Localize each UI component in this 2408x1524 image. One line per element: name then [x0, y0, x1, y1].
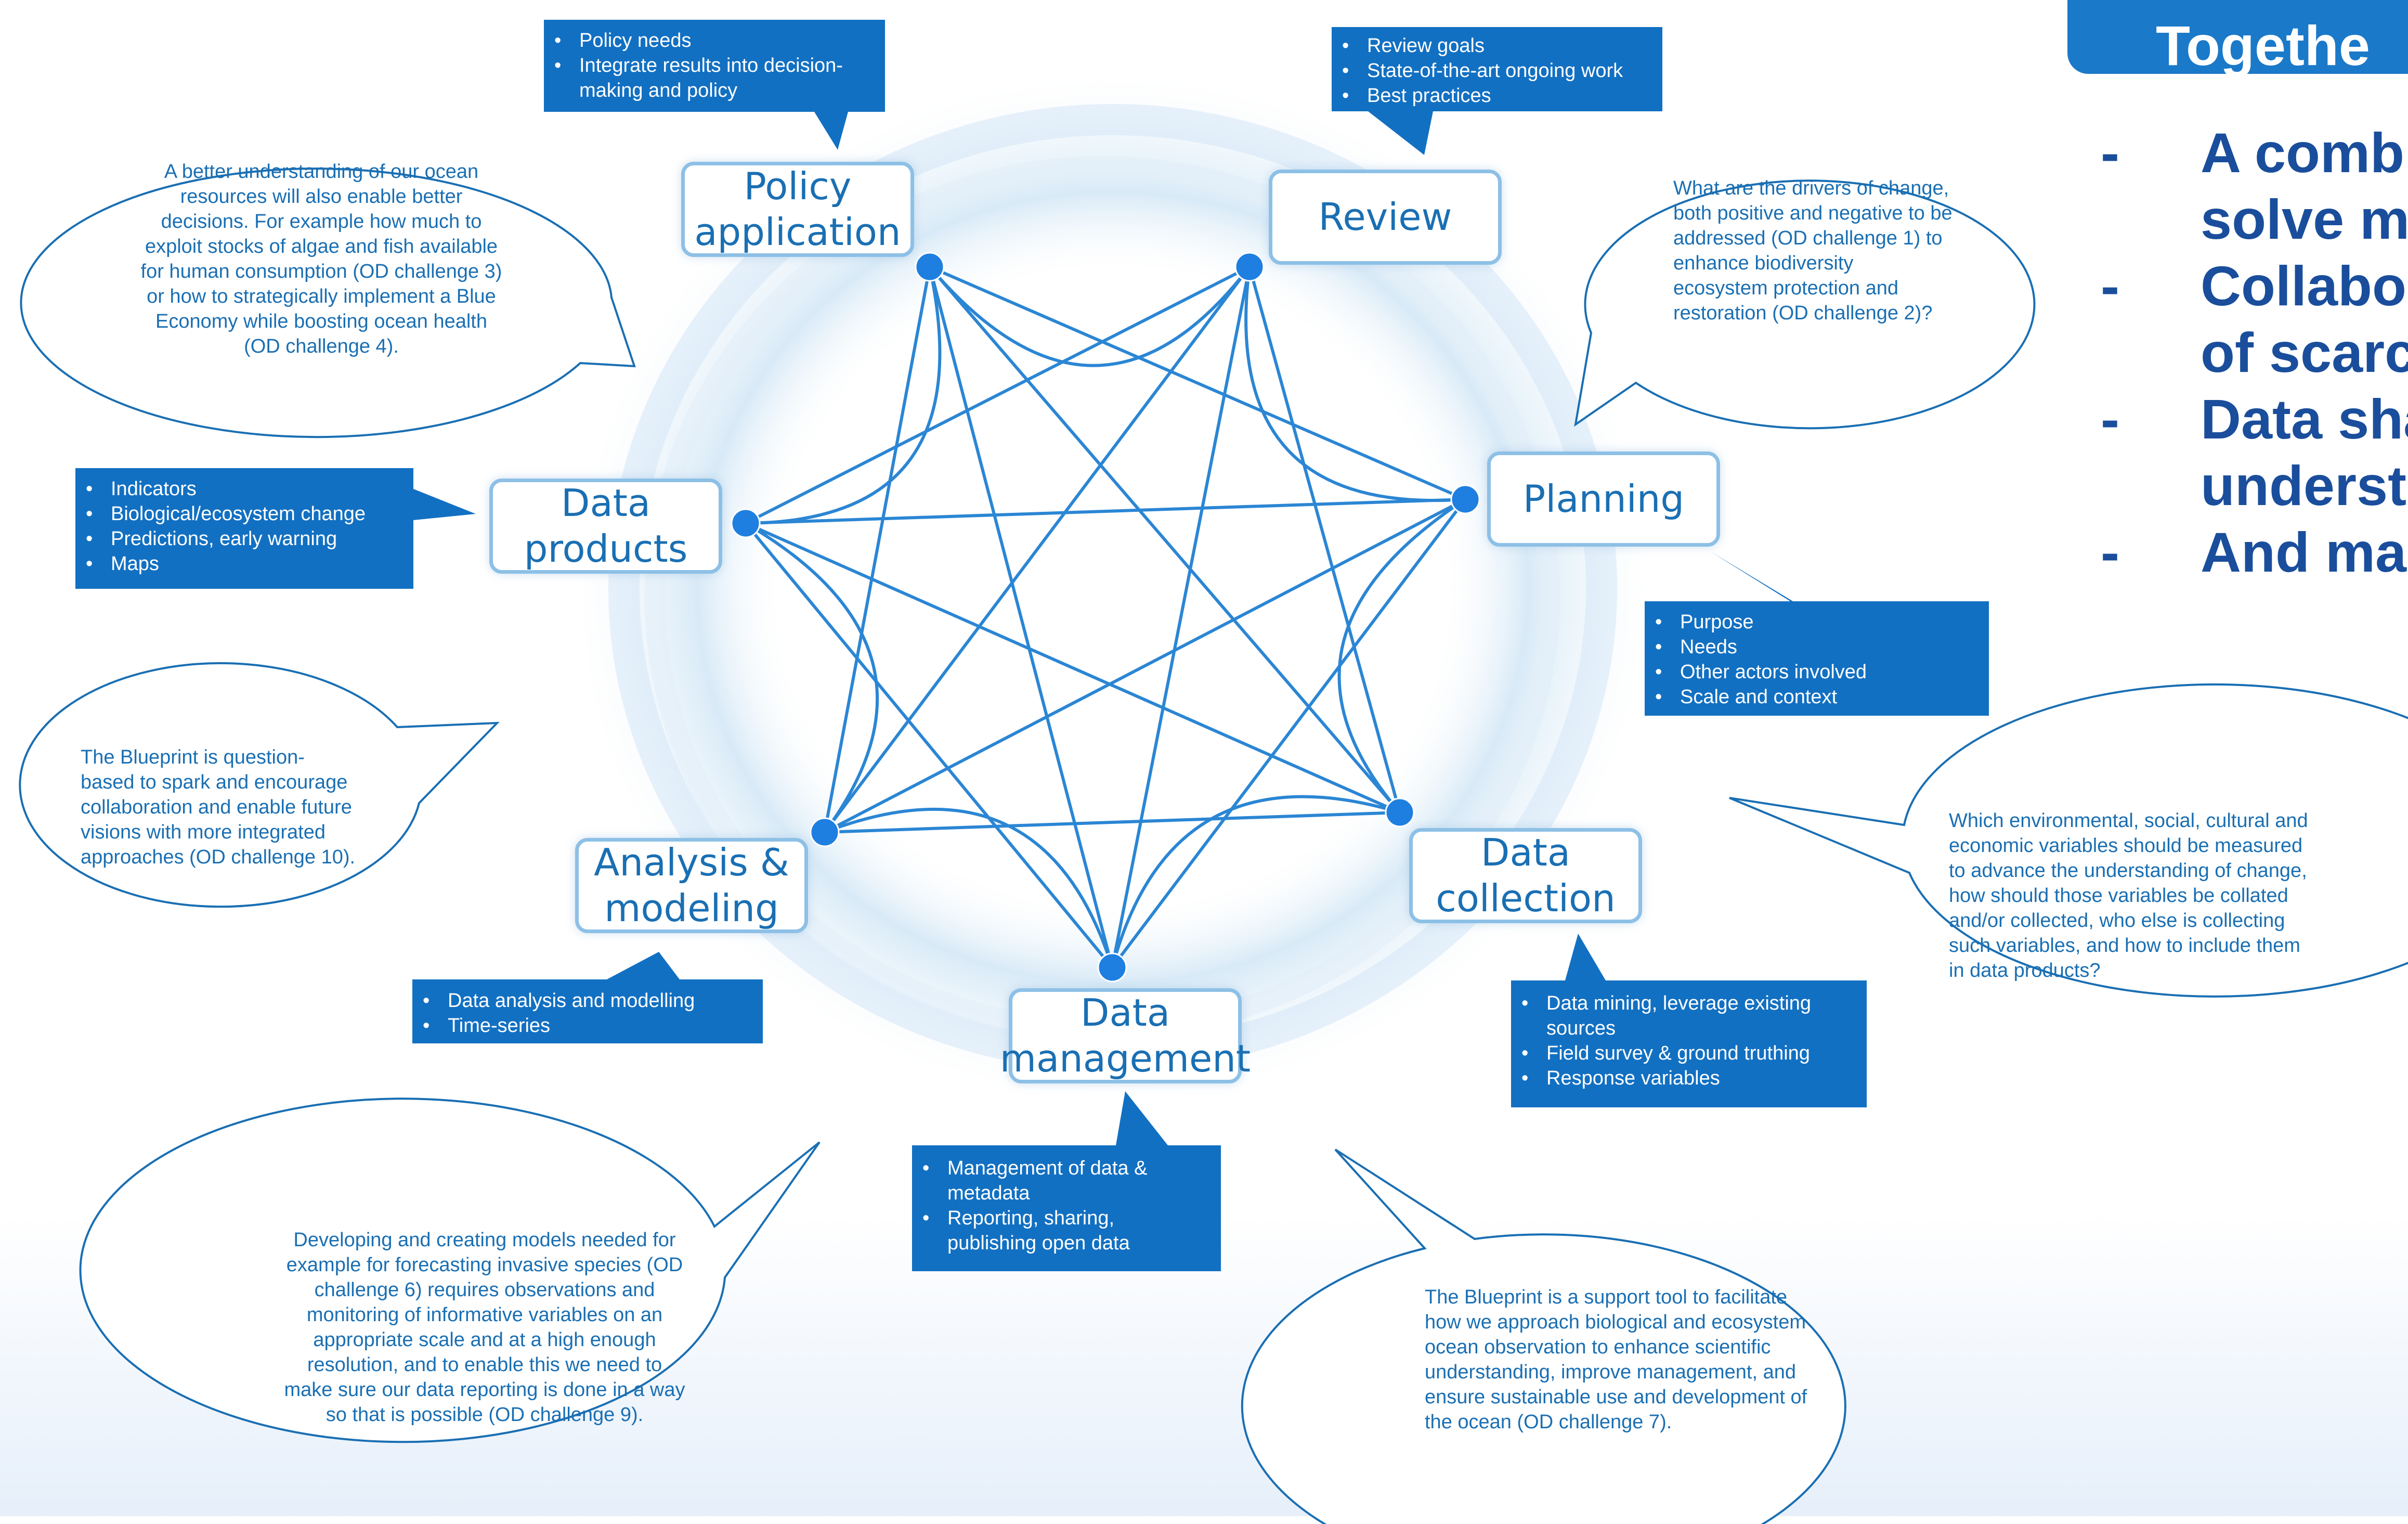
callout-item: Time-series — [412, 1013, 761, 1038]
callout-item: State-of-the-art ongoing work — [1332, 58, 1659, 83]
stage-data-collection: Data collection — [1409, 828, 1642, 923]
stage-analysis-modeling: Analysis & modeling — [575, 838, 808, 933]
callout-item: Scale and context — [1645, 684, 1983, 709]
stage-data-management-label: Data management — [999, 990, 1251, 1080]
bubble-models: Developing and creating models needed fo… — [79, 1097, 823, 1522]
callout-item: Field survey & ground truthing — [1511, 1041, 1865, 1066]
callout-data-products: Indicators Biological/ecosystem change P… — [75, 468, 476, 589]
callout-policy-application: Policy needs Integrate results into deci… — [544, 20, 885, 150]
edge-planning-data-collection — [1337, 498, 1466, 813]
bubble-text: The Blueprint is a support tool to facil… — [1425, 1286, 1807, 1433]
stage-review: Review — [1269, 170, 1502, 265]
stage-data-products: Data products — [489, 479, 722, 574]
side-point: -Data sha understa — [2101, 388, 2408, 517]
node-policy-application — [915, 252, 945, 282]
edge-policy-application-review — [928, 266, 1251, 367]
callout-item: Biological/ecosystem change — [75, 501, 408, 526]
side-point: -Collabor of scarc — [2101, 254, 2408, 384]
header-tab: Togethe — [2067, 0, 2408, 74]
callout-item: Indicators — [75, 476, 408, 501]
callout-item: Management of data & metadata — [912, 1156, 1219, 1206]
stage-planning-label: Planning — [1522, 476, 1685, 521]
node-data-products — [731, 508, 761, 538]
edge-review-analysis-modeling — [823, 266, 1251, 833]
bubble-text: The Blueprint is question- based to spar… — [81, 746, 356, 868]
callout-item: Data mining, leverage existing sources — [1511, 991, 1865, 1041]
edge-policy-application-data-products — [745, 266, 942, 525]
node-data-collection — [1385, 797, 1415, 828]
callout-item: Response variables — [1511, 1066, 1865, 1091]
side-points-list: -A combi solve m -Collabor of scarc -Dat… — [2101, 120, 2408, 586]
node-review — [1234, 252, 1265, 282]
callout-item: Policy needs — [544, 28, 877, 53]
node-planning — [1450, 484, 1480, 514]
bubble-support-tool: The Blueprint is a support tool to facil… — [1241, 1144, 1955, 1524]
callout-item: Maps — [75, 551, 408, 576]
edge-policy-application-data-management — [928, 266, 1114, 968]
callout-item: Purpose — [1645, 610, 1983, 635]
edge-data-collection-analysis-modeling — [824, 811, 1400, 834]
edge-review-data-products — [745, 265, 1251, 525]
stage-data-collection-label: Data collection — [1436, 830, 1616, 920]
bubble-variables: Which environmental, social, cultural an… — [1729, 683, 2408, 1055]
callout-data-management: Management of data & metadata Reporting,… — [912, 1091, 1221, 1271]
bubble-text: Which environmental, social, cultural an… — [1949, 810, 2308, 981]
callout-item: Best practices — [1332, 83, 1659, 108]
bubble-question-based: The Blueprint is question- based to spar… — [6, 662, 505, 930]
side-point: -And mar — [2101, 521, 2408, 584]
stage-policy-application-label: Policy application — [694, 164, 901, 254]
edge-review-data-collection — [1248, 266, 1401, 813]
bubble-text: A better understanding of our ocean reso… — [140, 161, 502, 357]
callout-item: Integrate results into decision- making … — [544, 53, 877, 103]
edge-policy-application-data-collection — [928, 266, 1401, 813]
edge-data-collection-data-products — [745, 522, 1401, 814]
edge-data-management-analysis-modeling — [824, 807, 1114, 968]
header-title: Togethe — [2156, 14, 2370, 74]
stage-planning: Planning — [1487, 451, 1720, 547]
callout-data-collection: Data mining, leverage existing sources F… — [1511, 934, 1867, 1107]
side-point: -A combi solve m — [2101, 121, 2408, 251]
callout-item: Data analysis and modelling — [412, 988, 761, 1013]
callout-item: Reporting, sharing, publishing open data — [912, 1206, 1219, 1256]
edge-planning-data-products — [745, 498, 1466, 525]
callout-item: Predictions, early warning — [75, 526, 408, 551]
stage-data-products-label: Data products — [524, 481, 688, 571]
node-analysis-modeling — [810, 817, 840, 847]
callout-item: Other actors involved — [1645, 660, 1983, 684]
callout-review: Review goals State-of-the-art ongoing wo… — [1332, 27, 1662, 155]
edge-review-planning — [1244, 266, 1466, 502]
callout-item: Needs — [1645, 635, 1983, 660]
edge-planning-analysis-modeling — [824, 498, 1466, 834]
bubble-text: Developing and creating models needed fo… — [284, 1229, 685, 1426]
stage-data-management: Data management — [1000, 988, 1251, 1083]
edge-analysis-modeling-data-products — [745, 522, 879, 833]
edge-policy-application-analysis-modeling — [823, 266, 931, 833]
callout-item: Review goals — [1332, 33, 1659, 58]
bubble-drivers-of-change: What are the drivers of change, both pos… — [1555, 139, 2049, 430]
bubble-text: What are the drivers of change, both pos… — [1673, 177, 1953, 324]
edge-policy-application-planning — [929, 265, 1466, 501]
bubble-ocean-resources: A better understanding of our ocean reso… — [20, 134, 636, 438]
node-data-management — [1097, 952, 1127, 983]
edge-planning-data-management — [1111, 498, 1467, 968]
callout-planning: Purpose Needs Other actors involved Scal… — [1645, 551, 1989, 716]
stage-review-label: Review — [1318, 195, 1452, 239]
stage-policy-application: Policy application — [681, 162, 914, 257]
edge-data-management-data-products — [744, 522, 1114, 968]
callout-analysis-modeling: Data analysis and modelling Time-series — [412, 952, 763, 1043]
edge-review-data-management — [1111, 266, 1251, 968]
stage-analysis-modeling-label: Analysis & modeling — [594, 840, 789, 930]
